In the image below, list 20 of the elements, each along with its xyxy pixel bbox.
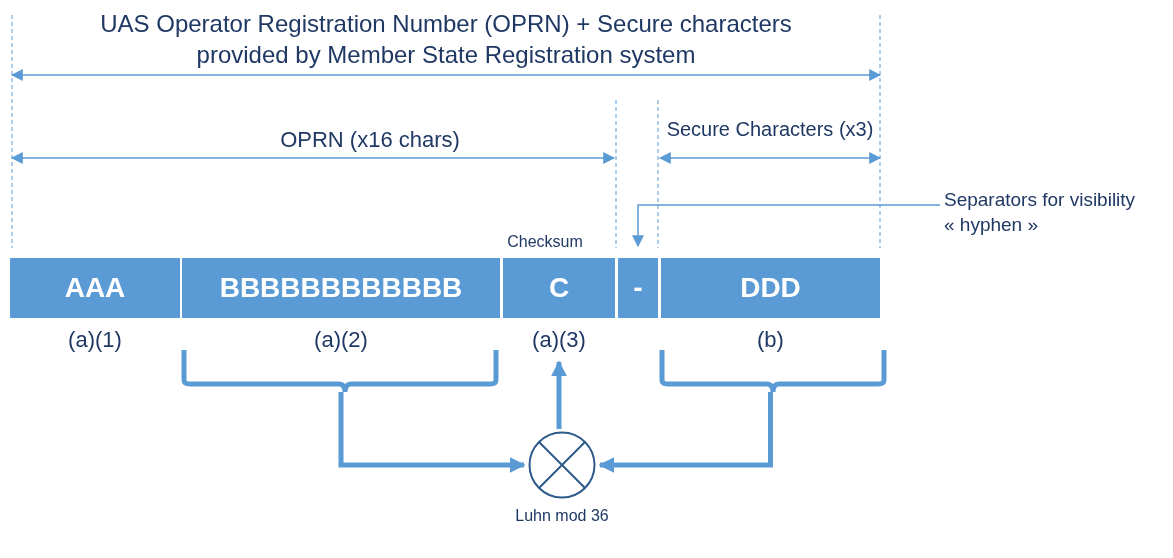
segment-block: C — [503, 258, 615, 318]
annotation-text: Separators for visibility « hyphen » — [944, 188, 1144, 238]
segment-caption: (b) — [756, 326, 785, 354]
dimension-label: Secure Characters (x3) — [665, 117, 875, 142]
segment-block: DDD — [661, 258, 880, 318]
segment-caption: Luhn mod 36 — [514, 506, 610, 526]
dimension-label: OPRN (x16 chars) — [279, 126, 461, 154]
arrow — [338, 392, 526, 473]
segment-block: BBBBBBBBBBBB — [182, 258, 500, 318]
multiplier-circle-symbol — [528, 431, 596, 499]
segment-caption: (a)(3) — [531, 326, 587, 354]
arrow — [551, 360, 567, 429]
arrow — [598, 392, 773, 473]
dimension-label: UAS Operator Registration Number (OPRN) + Secure characters provided by Member State Registration system — [99, 9, 793, 71]
segment-caption: (a)(1) — [67, 326, 123, 354]
segment-block: AAA — [10, 258, 180, 318]
segment-block: - — [618, 258, 658, 318]
segment-caption: (a)(2) — [313, 326, 369, 354]
leader-line — [632, 204, 941, 248]
segment-caption: Checksum — [506, 232, 584, 252]
